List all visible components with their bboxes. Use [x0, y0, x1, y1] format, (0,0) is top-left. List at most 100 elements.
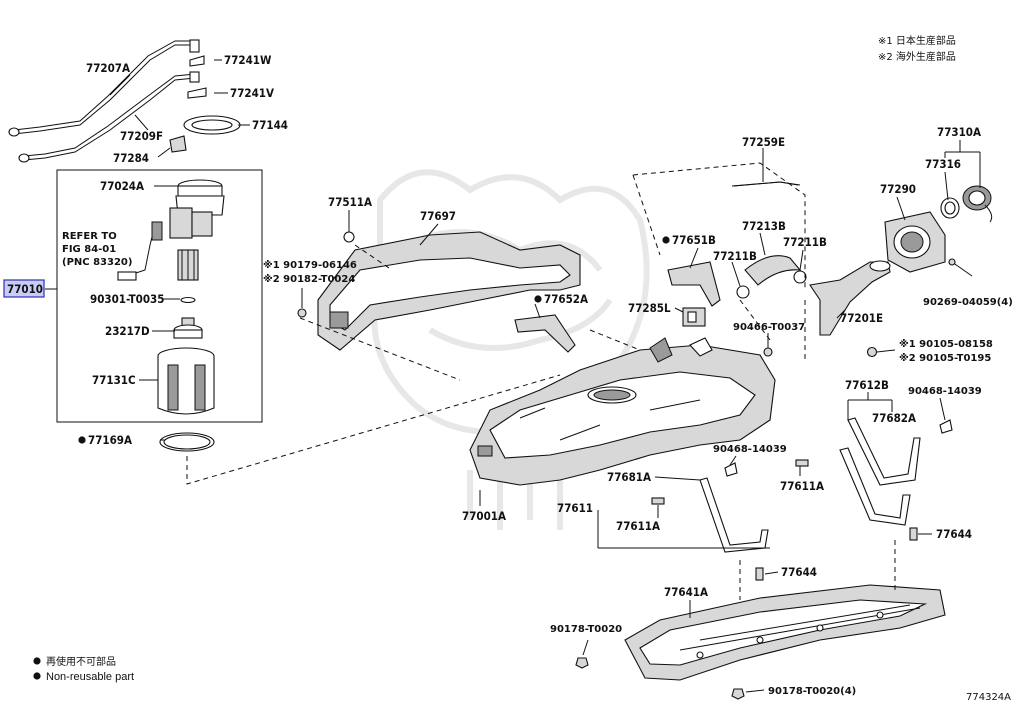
protector-77651B[interactable] — [667, 261, 721, 307]
label-77641A[interactable]: 77641A — [664, 585, 708, 599]
band-77612B[interactable] — [839, 417, 921, 526]
nut-90178-b[interactable] — [731, 688, 745, 700]
filter-element[interactable] — [177, 249, 199, 281]
screw-90269[interactable] — [948, 258, 973, 277]
label-77310A[interactable]: 77310A — [937, 125, 981, 139]
filler-pipe-77201E[interactable] — [809, 260, 891, 336]
label-77611A-b[interactable]: 77611A — [780, 479, 824, 493]
label-77511A[interactable]: 77511A — [328, 195, 372, 209]
label-77612B[interactable]: 77612B — [845, 378, 889, 392]
clamp-77211B-a[interactable] — [736, 285, 750, 299]
label-90182[interactable]: ※2 90182-T0024 — [263, 273, 355, 285]
fuel-tank-77001A[interactable] — [469, 337, 776, 486]
label-77644-b[interactable]: 77644 — [936, 527, 972, 541]
clip-77241V[interactable] — [187, 87, 207, 99]
label-77682A[interactable]: 77682A — [872, 411, 916, 425]
bolt-90105[interactable] — [866, 346, 878, 358]
nut-90178-a[interactable] — [575, 657, 589, 669]
pump-bracket-77131C[interactable] — [157, 347, 215, 415]
clip-90468-b[interactable] — [724, 462, 738, 477]
retainer-ring-77144[interactable] — [183, 115, 241, 135]
clip-77511A[interactable] — [343, 231, 355, 243]
diagram-id: 774324A — [966, 692, 1011, 703]
refer-line-2[interactable]: FIG 84-01 — [62, 244, 116, 255]
label-77209F[interactable]: 77209F — [120, 129, 163, 143]
note-overseas: ※2 海外生産部品 — [878, 50, 956, 63]
label-77211B-b[interactable]: 77211B — [783, 235, 827, 249]
refer-line-3: (PNC 83320) — [62, 257, 132, 268]
label-77285L[interactable]: 77285L — [628, 301, 671, 315]
label-90468-b[interactable]: 90468-14039 — [713, 444, 787, 455]
label-77131C[interactable]: 77131C — [92, 373, 136, 387]
bolt-77611A-b[interactable] — [795, 459, 809, 467]
clip-90468-a[interactable] — [939, 419, 953, 434]
label-77651B[interactable]: 77651B — [672, 233, 716, 247]
bolt-77644-a[interactable] — [755, 567, 764, 581]
label-77144[interactable]: 77144 — [252, 118, 288, 132]
protector-77652A[interactable] — [514, 314, 576, 353]
nonreusable-dot-77169A — [78, 436, 86, 444]
fuel-pump-23217D[interactable] — [173, 317, 203, 339]
label-77213B[interactable]: 77213B — [742, 219, 786, 233]
label-90178-b[interactable]: 90178-T0020(4) — [768, 686, 856, 697]
label-77644-a[interactable]: 77644 — [781, 565, 817, 579]
label-77290[interactable]: 77290 — [880, 182, 916, 196]
o-ring-90301[interactable] — [180, 296, 196, 304]
bolt-90466[interactable] — [763, 347, 773, 357]
nonreusable-dot-77652A — [534, 295, 542, 303]
label-77611[interactable]: 77611 — [557, 501, 593, 515]
legend-dot-jp — [33, 657, 41, 665]
protector-77697[interactable] — [317, 231, 581, 351]
band-77681A[interactable] — [699, 477, 769, 553]
label-77001A[interactable]: 77001A — [462, 509, 506, 523]
legend-dot-en — [33, 672, 41, 680]
pump-cover-77024A[interactable] — [169, 179, 225, 239]
legend-en: Non-reusable part — [46, 671, 134, 683]
label-90178-a[interactable]: 90178-T0020 — [550, 624, 622, 635]
clamp-77285L[interactable] — [682, 307, 706, 327]
fuel-sender-gauge[interactable] — [117, 221, 163, 281]
fuel-tube-77209F[interactable] — [18, 71, 200, 163]
label-77211B-a[interactable]: 77211B — [713, 249, 757, 263]
bolt-77611A-a[interactable] — [651, 497, 665, 505]
gasket-77169A[interactable] — [159, 432, 215, 452]
label-90466[interactable]: 90466-T0037 — [733, 322, 805, 333]
label-77681A[interactable]: 77681A — [607, 470, 651, 484]
filler-box-77290[interactable] — [884, 211, 946, 273]
label-90105-b[interactable]: ※2 90105-T0195 — [899, 352, 991, 364]
label-77316[interactable]: 77316 — [925, 157, 961, 171]
label-77611A-a[interactable]: 77611A — [616, 519, 660, 533]
label-90301[interactable]: 90301-T0035 — [90, 292, 164, 306]
bolt-90179[interactable] — [297, 308, 307, 318]
fuel-tube-77207A[interactable] — [8, 39, 200, 137]
leader-lines — [109, 59, 981, 693]
highlight-77010[interactable]: 77010 — [3, 279, 45, 298]
label-23217D[interactable]: 23217D — [105, 324, 150, 338]
label-77024A[interactable]: 77024A — [100, 179, 144, 193]
clamp-77284[interactable] — [169, 135, 187, 153]
label-77259E[interactable]: 77259E — [742, 135, 785, 149]
label-77241V[interactable]: 77241V — [230, 86, 274, 100]
clamp-77211B-b[interactable] — [793, 270, 807, 284]
label-77169A[interactable]: 77169A — [88, 433, 132, 447]
fuel-cap-77310A[interactable] — [962, 185, 993, 223]
label-90105-a[interactable]: ※1 90105-08158 — [899, 338, 993, 350]
label-77201E[interactable]: 77201E — [840, 311, 883, 325]
label-77207A[interactable]: 77207A — [86, 61, 130, 75]
gasket-77316[interactable] — [940, 197, 960, 219]
label-77010[interactable]: 77010 — [7, 282, 43, 296]
label-90269[interactable]: 90269-04059(4) — [923, 297, 1013, 308]
label-77652A[interactable]: 77652A — [544, 292, 588, 306]
label-77284[interactable]: 77284 — [113, 151, 149, 165]
protector-plate-77641A[interactable] — [624, 584, 946, 681]
clip-77241W[interactable] — [189, 55, 205, 67]
refer-line-1: REFER TO — [62, 231, 117, 242]
bolt-77644-b[interactable] — [909, 527, 918, 541]
hose-77259E[interactable] — [731, 181, 801, 187]
assembly-box-77010 — [56, 169, 263, 423]
label-90179[interactable]: ※1 90179-06146 — [263, 259, 357, 271]
label-77241W[interactable]: 77241W — [224, 53, 272, 67]
label-90468-a[interactable]: 90468-14039 — [908, 386, 982, 397]
label-77697[interactable]: 77697 — [420, 209, 456, 223]
